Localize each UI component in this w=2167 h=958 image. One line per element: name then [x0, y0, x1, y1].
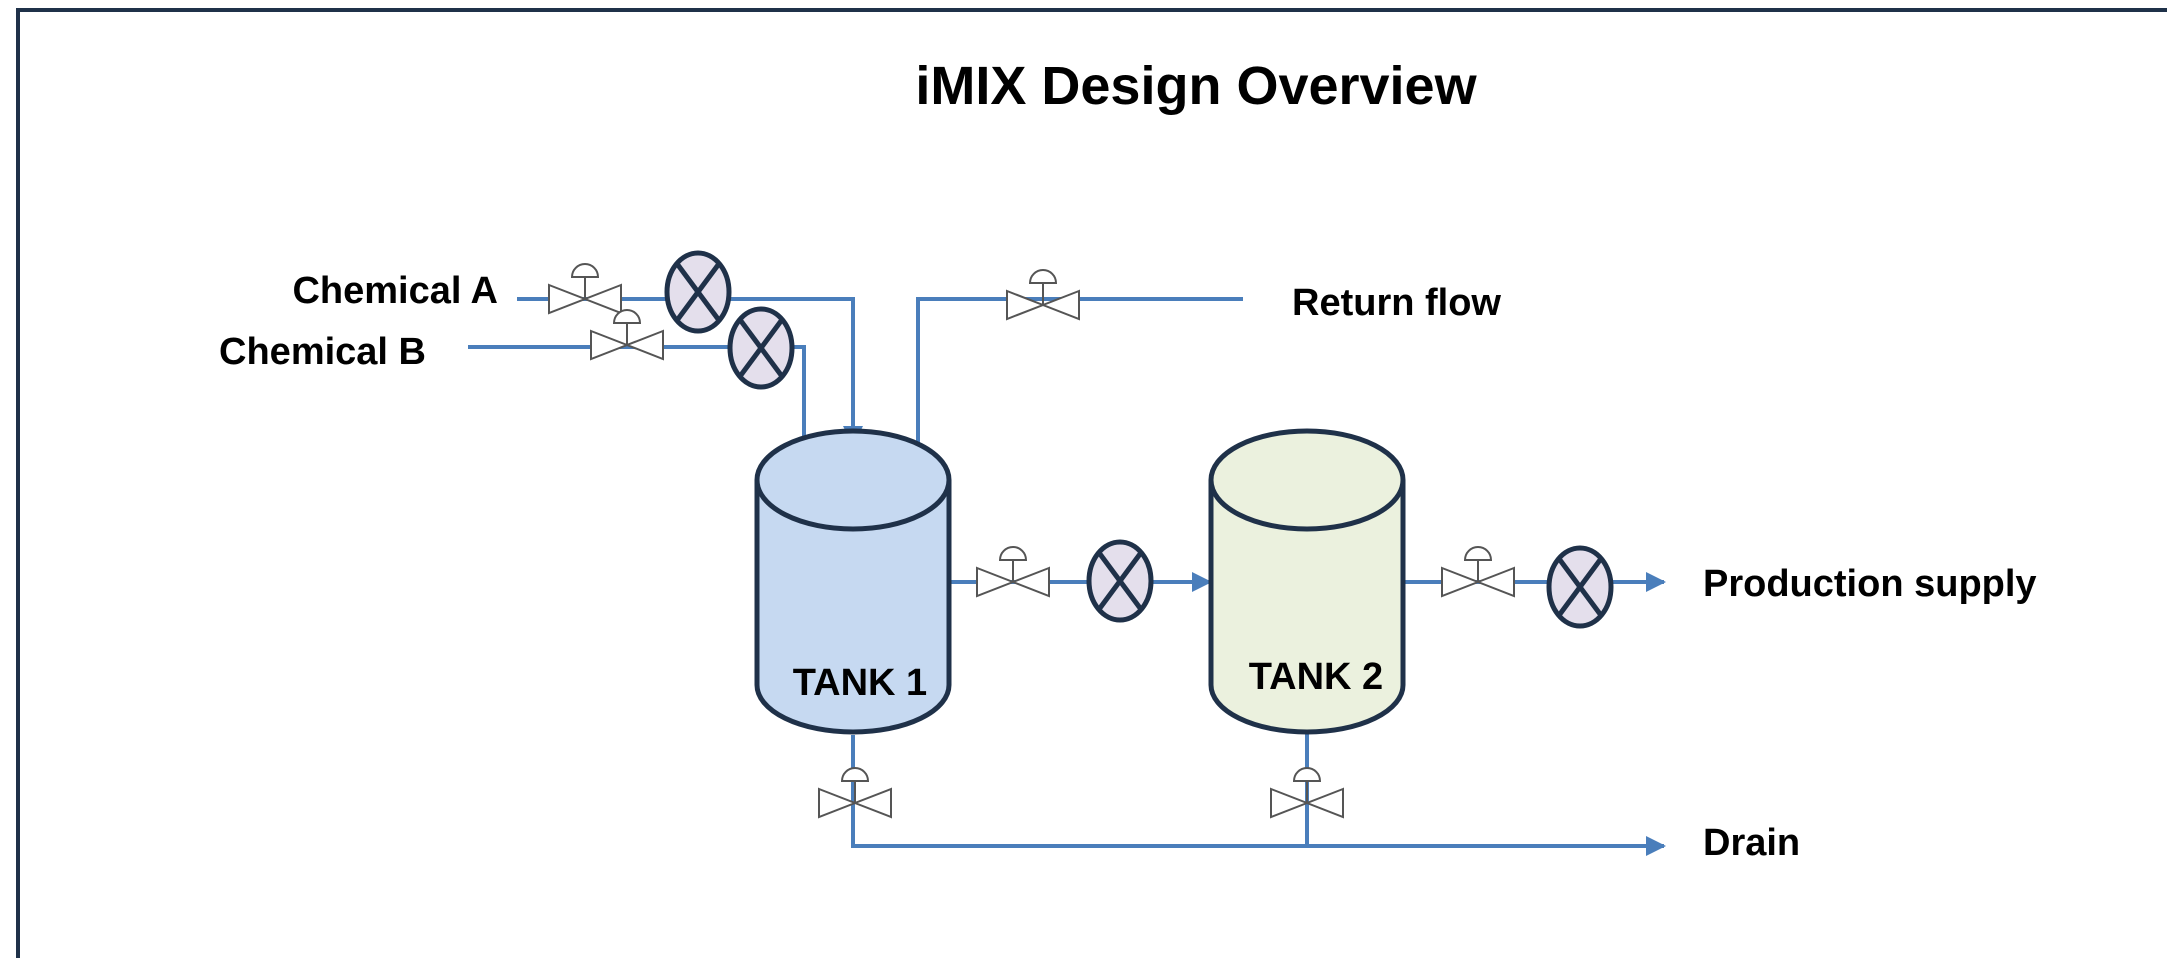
valve-transfer — [976, 546, 1050, 597]
diagram-title: iMIX Design Overview — [915, 56, 1477, 116]
valve-chemical-a — [548, 263, 622, 314]
tank-1: TANK 1 — [754, 428, 952, 735]
process-diagram: iMIX Design Overview TANK 1 TANK 2 — [219, 56, 2037, 864]
valve-production-supply — [1441, 546, 1515, 597]
chemical-a-label: Chemical A — [292, 270, 498, 312]
return-flow-label: Return flow — [1292, 282, 1501, 324]
drain-label: Drain — [1703, 822, 1800, 864]
valve-chemical-b — [590, 309, 664, 360]
flowmeter-production-supply — [1549, 548, 1611, 626]
production-supply-label: Production supply — [1703, 563, 2037, 605]
tank-2: TANK 2 — [1208, 428, 1406, 735]
tank-2-label: TANK 2 — [1249, 656, 1383, 698]
flowmeter-transfer — [1089, 542, 1151, 620]
drain-pipe — [851, 730, 1666, 856]
flowmeter-chemical-b — [730, 309, 792, 387]
chemical-b-label: Chemical B — [219, 331, 426, 373]
diagram-frame — [16, 8, 2167, 958]
return-flow-pipe — [908, 297, 1243, 478]
flowmeter-chemical-a — [667, 253, 729, 331]
valve-return-flow — [1006, 269, 1080, 320]
chemical-a-pipe — [517, 297, 863, 446]
tank-1-label: TANK 1 — [793, 662, 927, 704]
